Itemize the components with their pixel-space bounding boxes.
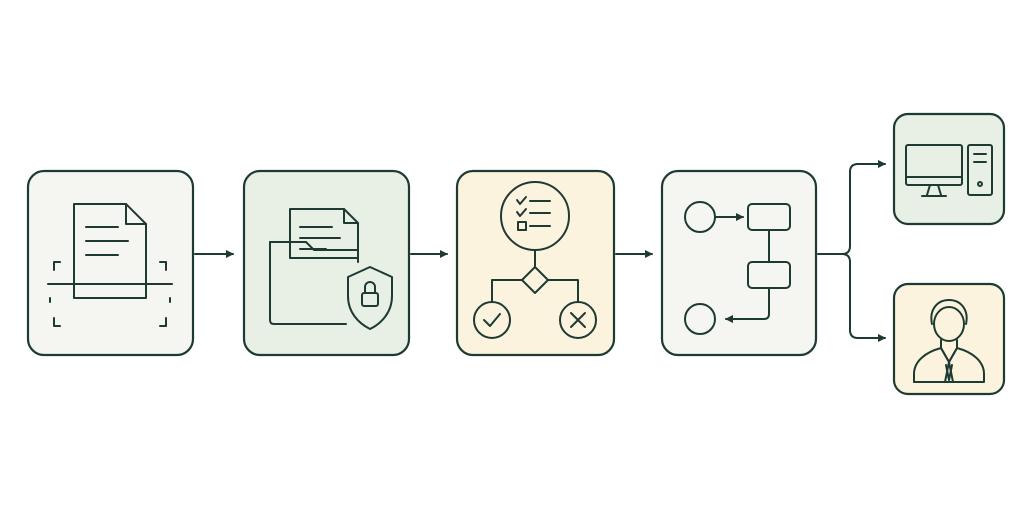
step-workflow-routing [660,169,818,357]
secure-folder-icon [269,208,393,330]
connector-arrows [194,160,886,342]
step-document-scan [26,169,195,357]
arrow-branch-lower [841,253,886,342]
workflow-routing-icon [684,201,791,335]
step-secure-folder [242,169,411,357]
checklist-decision-icon [473,181,597,339]
output-desktop-computer [892,112,1006,226]
output-person [892,282,1006,396]
person-icon [913,299,985,383]
arrow-branch-trunk [817,160,886,255]
document-scan-icon [47,203,173,327]
step-review-decision [455,169,616,357]
desktop-computer-icon [905,144,993,197]
